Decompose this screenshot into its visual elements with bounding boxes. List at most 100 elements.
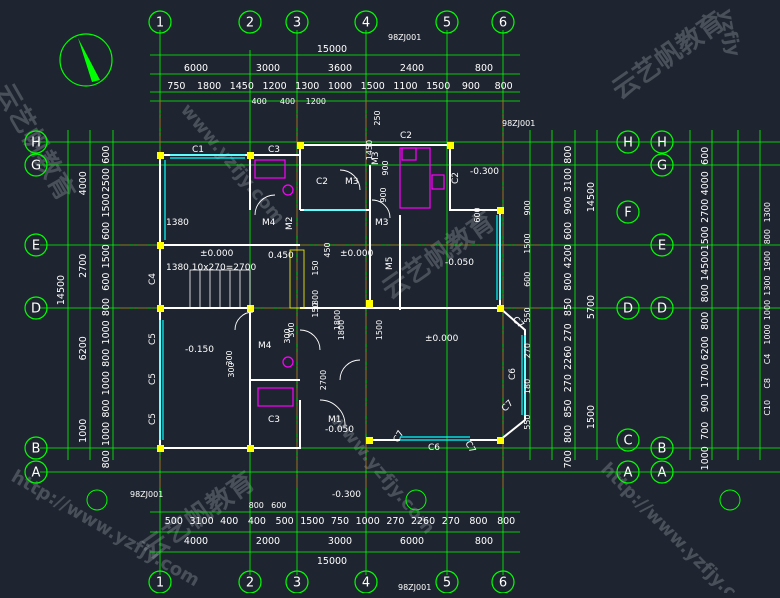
far-right-label: 1300 [763,202,772,222]
top-minor-dimension: 800 [495,81,513,92]
bottom-minor-dimension: 500 [276,516,294,527]
interior-dimension: 900 [381,160,390,175]
right-minor-dimension: 2260 [563,346,574,370]
far-right-dimension: 800 [700,312,711,330]
level-mark: ±0.000 [425,334,459,344]
right-minor-dimension: 700 [563,450,574,468]
watermark-text: yzfjy [715,7,744,58]
top-total-dimension: 15000 [317,44,347,55]
bottom-major-dimension: 6000 [400,536,424,547]
top-sub-dimension: 1200 [306,97,326,106]
right-minor-dimension: 800 [563,273,574,291]
level-mark: -0.150 [185,345,214,355]
far-right-dimension: 4000 [700,171,711,195]
door-label-m2: M2 [285,217,295,231]
left-major-dimension: 2700 [78,254,89,278]
bottom-minor-dimension: 800 [497,516,515,527]
grid-axis-bottom-label: 3 [293,576,301,591]
reference-tag: 98ZJ001 [502,119,535,128]
grid-axis-right-circle [616,200,640,224]
grid-axis-right-label: H [623,136,633,151]
bottom-minor-dimension: 2260 [411,516,435,527]
interior-dimension: 1450 [365,140,374,160]
window-label-c1: C1 [192,145,204,155]
window-label-c7: C7 [462,440,477,455]
grid-axis-right-label: F [624,206,631,221]
far-right-dimension: 1000 [700,446,711,470]
top-minor-dimension: 750 [167,81,185,92]
right-inner-dimension: 600 [523,272,532,287]
staircase [189,249,305,309]
left-major-dimension: 4000 [78,171,89,195]
grid-axis-left-circle [24,153,48,177]
left-minor-dimension: 1500 [101,193,112,217]
top-sub-dimension: 400 [252,97,267,106]
grid-axis-left-label: E [32,239,40,254]
left-minor-dimension: 2500 [101,168,112,192]
top-minor-dimension: 1500 [426,81,450,92]
far-right-dimension: 900 [700,394,711,412]
grid-axis-right-label: A [624,466,633,481]
bottom-minor-dimension: 400 [248,516,266,527]
grid-axis-far-right-circle [650,460,674,484]
right-minor-dimension: 600 [563,222,574,240]
reference-tag: 98ZJ001 [388,33,421,42]
grid-axis-far-right-label: E [658,239,666,254]
window-label-c2: C2 [451,172,461,184]
north-arrow-icon [59,33,113,87]
right-minor-dimension: 850 [563,298,574,316]
bottom-minor-dimension: 270 [442,516,460,527]
grid-axis-far-right-circle [650,436,674,460]
level-mark: ±0.000 [340,249,374,259]
stair-note: 1380 10x270=2700 [166,263,256,273]
grid-axis-left-label: B [32,442,41,457]
interior-dimension: 300 [227,362,236,377]
grid-axis-far-right-circle [650,153,674,177]
far-right-label: C8 [763,378,772,389]
grid-axis-far-right-label: D [657,302,667,317]
section-markers [86,489,741,511]
grid-axis-top-circle [285,10,309,34]
door-label-m5: M5 [385,257,395,271]
grid-axis-right-circle [616,428,640,452]
left-minor-dimension: 600 [101,146,112,164]
door-label-m3: M3 [371,152,381,166]
reference-tag: 98ZJ001 [398,583,431,592]
interior-dimension: 300 [287,322,296,337]
level-mark: 0.450 [268,251,294,261]
grid-axis-left-circle [24,436,48,460]
bottom-major-dimension: 800 [475,536,493,547]
right-inner-dimension: 900 [523,200,532,215]
bottom-minor-dimension: 1500 [300,516,324,527]
door-label-m1: M1 [328,415,342,425]
top-minor-dimension: 1200 [262,81,286,92]
bottom-minor-dimension: 400 [220,516,238,527]
right-minor-dimension: 850 [563,399,574,417]
interior-dimension: 2700 [319,370,328,390]
top-major-dimension: 800 [475,63,493,74]
right-inner-dimension: 1500 [523,233,532,253]
right-major-dimension: 5700 [586,295,597,319]
walls [159,144,526,449]
bottom-minor-dimension: 1000 [356,516,380,527]
far-right-label: 1900 [763,251,772,271]
left-minor-dimension: 800 [101,450,112,468]
level-mark: ±0.000 [200,249,234,259]
interior-dimension: 600 [473,207,482,222]
interior-dimension: 250 [373,110,382,125]
interior-dimension: 1500 [375,320,384,340]
grid-axis-left-circle [24,460,48,484]
interior-dimension: 1800 [311,290,320,310]
level-mark: -0.050 [445,258,474,268]
interior-dimension: 1800 [337,320,346,340]
windows [159,154,526,441]
left-minor-dimension: 1000 [101,371,112,395]
doors [234,169,391,426]
left-total-dimension: 14500 [56,275,67,305]
grid-axis-bottom-label: 2 [246,576,254,591]
window-label-c6: C6 [428,443,440,453]
columns [157,142,504,452]
far-right-dimension: 1700 [700,364,711,388]
grid-axis-bottom-label: 6 [499,576,507,591]
